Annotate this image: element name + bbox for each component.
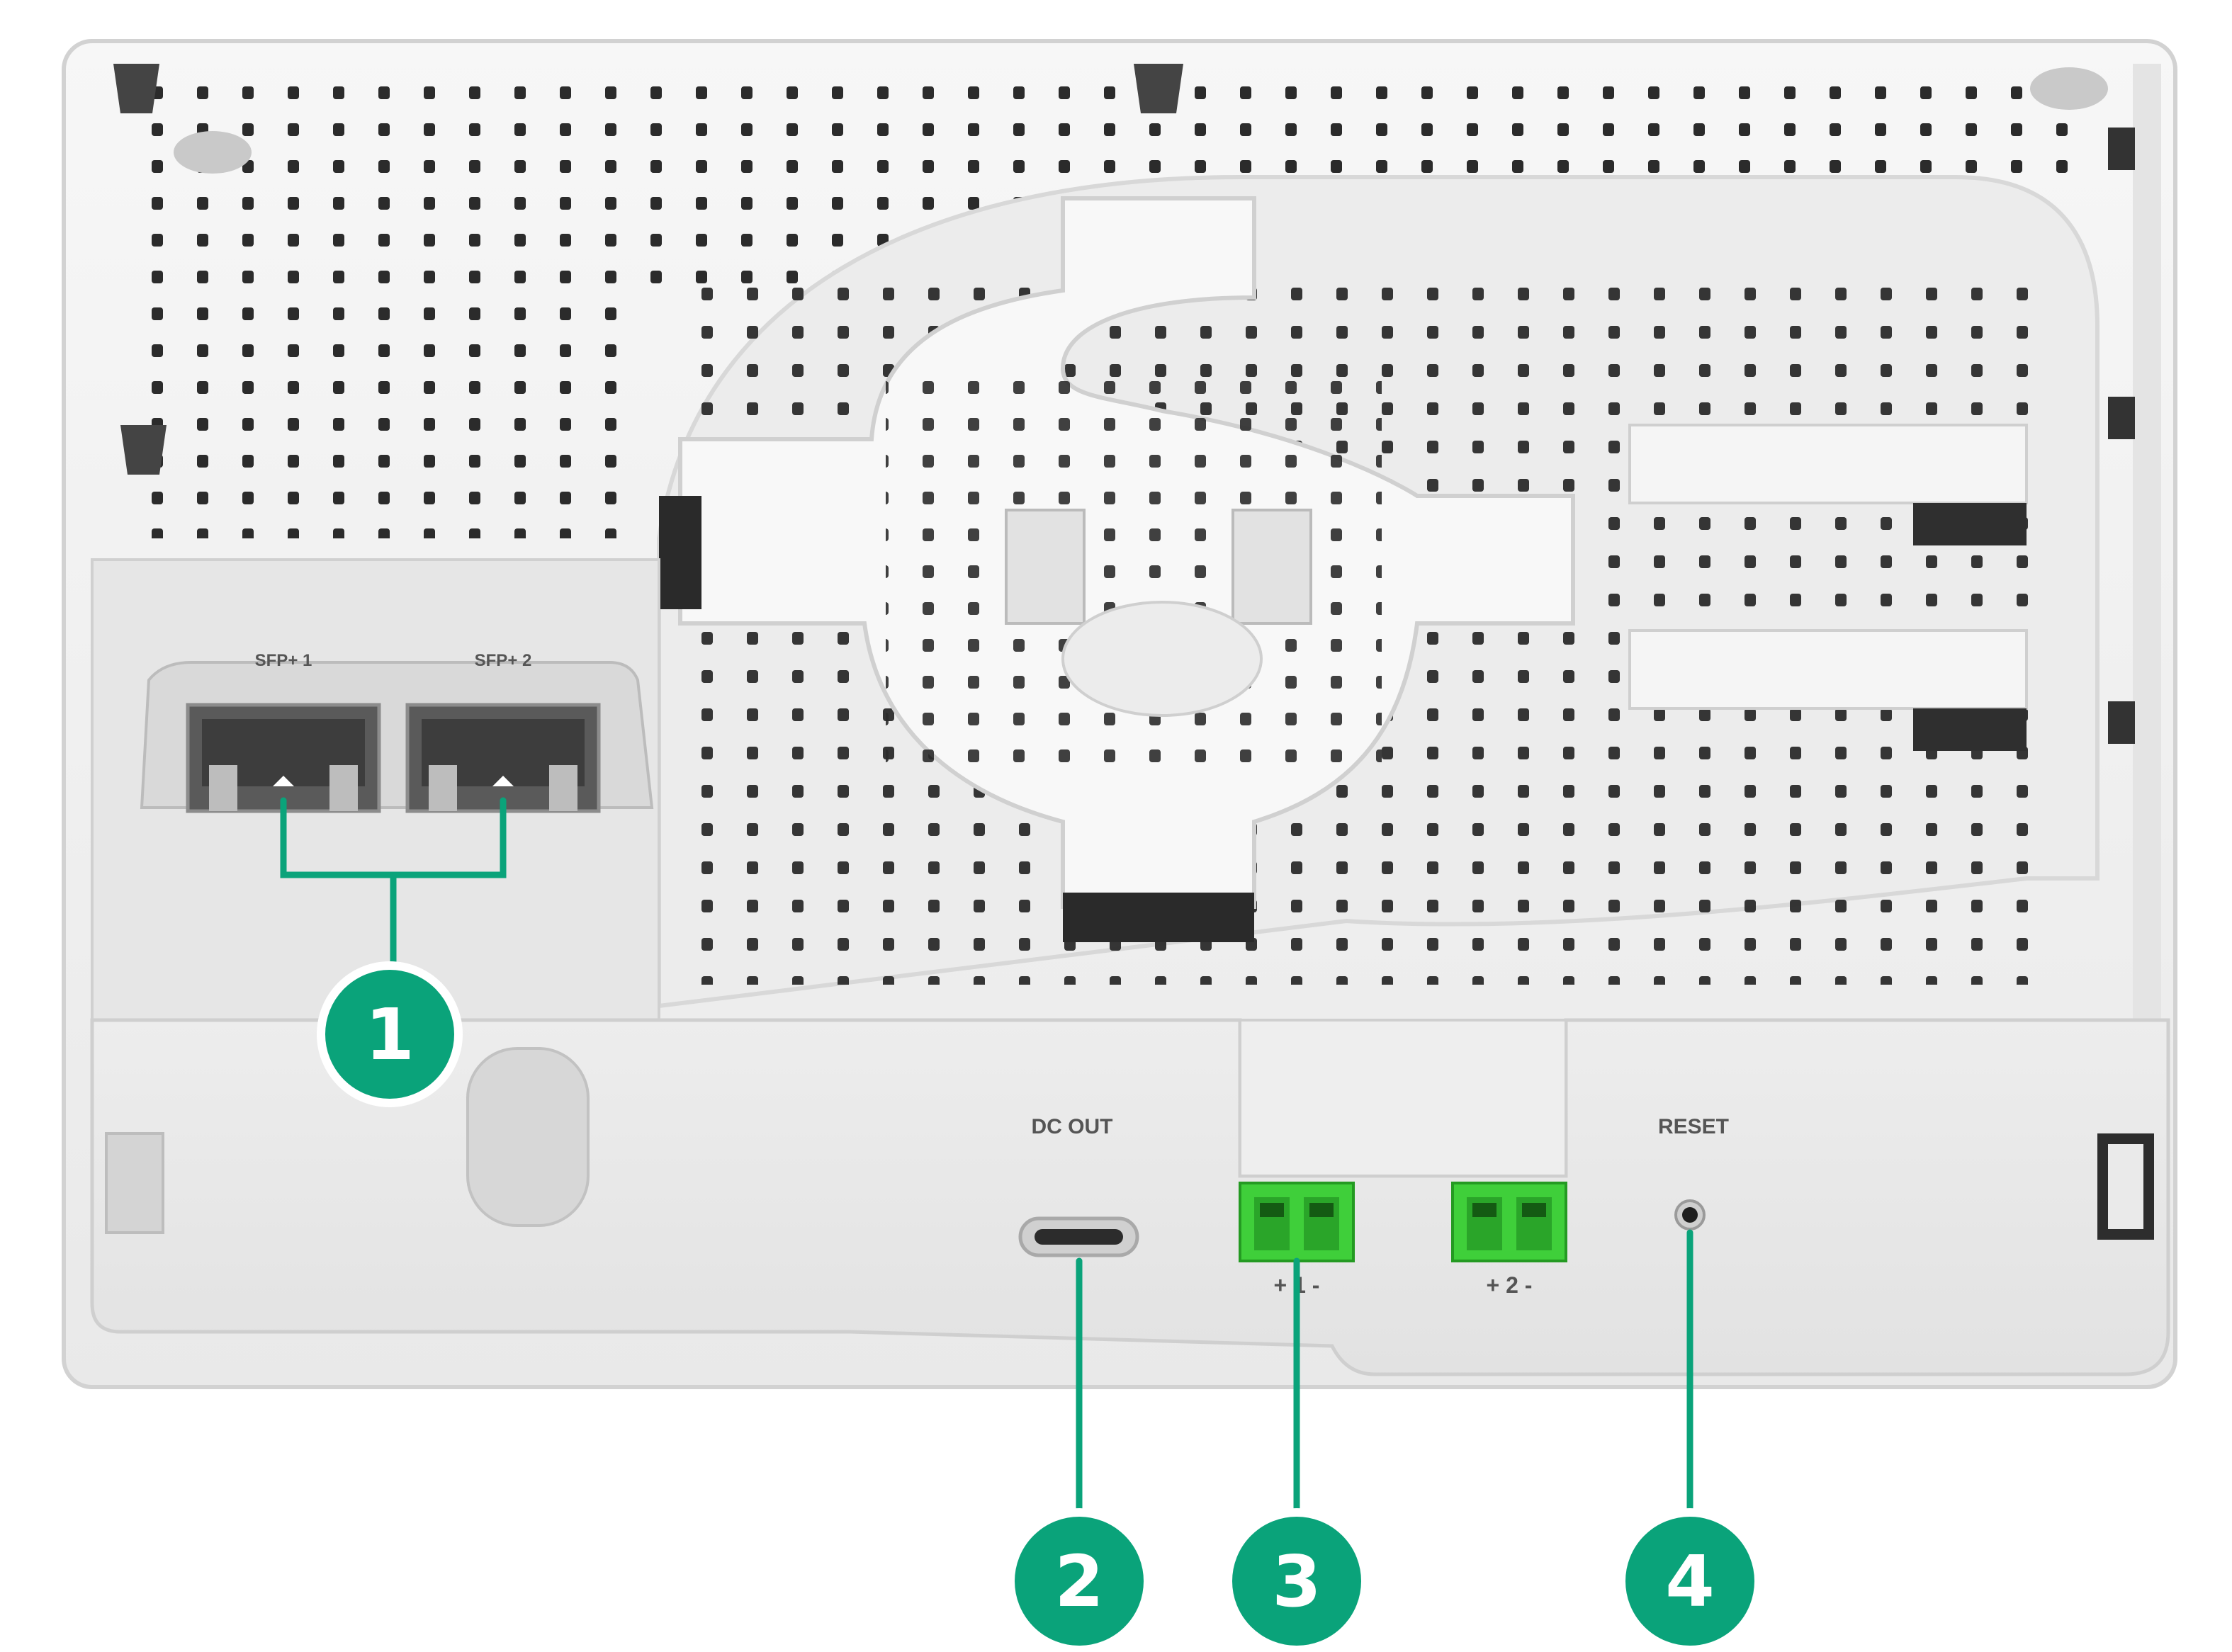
callout-4: 4 bbox=[1617, 1508, 1763, 1652]
reset-label: RESET bbox=[1658, 1115, 1729, 1138]
sfp1-port[interactable] bbox=[186, 703, 381, 813]
front-panel bbox=[90, 1018, 2170, 1376]
callout-4-number: 4 bbox=[1665, 1540, 1715, 1623]
callout-2-number: 2 bbox=[1054, 1540, 1104, 1623]
dc-out-port[interactable] bbox=[1018, 1216, 1139, 1257]
callout-leaders bbox=[280, 797, 1693, 1520]
mounting-bracket bbox=[659, 196, 1575, 942]
callout-3-number: 3 bbox=[1272, 1540, 1321, 1623]
callout-1-number: 1 bbox=[365, 993, 415, 1076]
callout-1: 1 bbox=[317, 961, 463, 1107]
power-terminal-1[interactable] bbox=[1239, 1182, 1355, 1262]
sfp1-label: SFP+ 1 bbox=[255, 651, 312, 670]
sfp2-port[interactable] bbox=[405, 703, 601, 813]
sfp2-label: SFP+ 2 bbox=[475, 651, 532, 670]
reset-button[interactable] bbox=[1674, 1199, 1706, 1230]
power-terminal-2[interactable] bbox=[1451, 1182, 1567, 1262]
terminal2-label: + 2 - bbox=[1487, 1272, 1533, 1298]
callout-2: 2 bbox=[1006, 1508, 1152, 1652]
vent-area-top-left bbox=[113, 64, 2108, 538]
dc-out-label: DC OUT bbox=[1032, 1115, 1113, 1138]
callout-3: 3 bbox=[1224, 1508, 1370, 1652]
